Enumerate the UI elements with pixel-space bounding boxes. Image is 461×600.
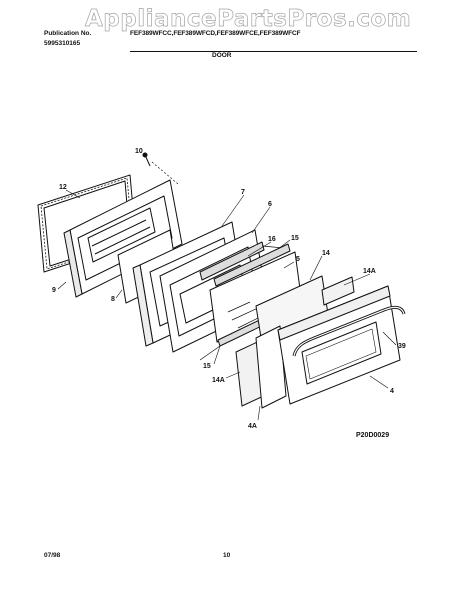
watermark: AppliancePartsPros.com — [85, 6, 412, 33]
callout-39: 39 — [398, 343, 406, 350]
section-title: DOOR — [212, 52, 232, 59]
callout-4a: 4A — [248, 423, 257, 430]
callout-12: 12 — [59, 184, 67, 191]
part-15-glass-clip-top — [213, 243, 291, 287]
part-9-inner-door-liner — [63, 179, 183, 298]
callout-8: 8 — [111, 296, 115, 303]
leader-lines — [57, 189, 397, 421]
publication-number: 5995310165 — [44, 40, 81, 47]
callout-9: 9 — [52, 287, 56, 294]
callout-4: 4 — [390, 388, 394, 395]
part-10-screw — [142, 152, 179, 185]
callout-6: 6 — [268, 201, 272, 208]
part-4a-door-trim — [255, 325, 287, 409]
diagram-code: P20D0029 — [356, 432, 390, 439]
model-numbers: FEF389WFCC,FEF389WFCD,FEF389WFCE,FEF389W… — [130, 30, 301, 37]
callout-15-top: 15 — [291, 235, 299, 242]
part-14a-insulation-top — [321, 276, 355, 306]
callout-10: 10 — [135, 148, 143, 155]
callout-14a-top: 14A — [363, 268, 376, 275]
callout-14a-left: 14A — [212, 377, 225, 384]
callout-15-bottom: 15 — [203, 363, 211, 370]
callout-16: 16 — [268, 236, 276, 243]
footer-date: 07/98 — [44, 552, 61, 559]
callout-14: 14 — [322, 250, 330, 257]
publication-label: Publication No. — [44, 30, 92, 37]
footer-page-number: 10 — [223, 552, 231, 559]
part-39-door-handle — [292, 305, 406, 357]
header-rule — [130, 51, 417, 52]
callout-7: 7 — [241, 189, 245, 196]
callout-5: 5 — [296, 256, 300, 263]
